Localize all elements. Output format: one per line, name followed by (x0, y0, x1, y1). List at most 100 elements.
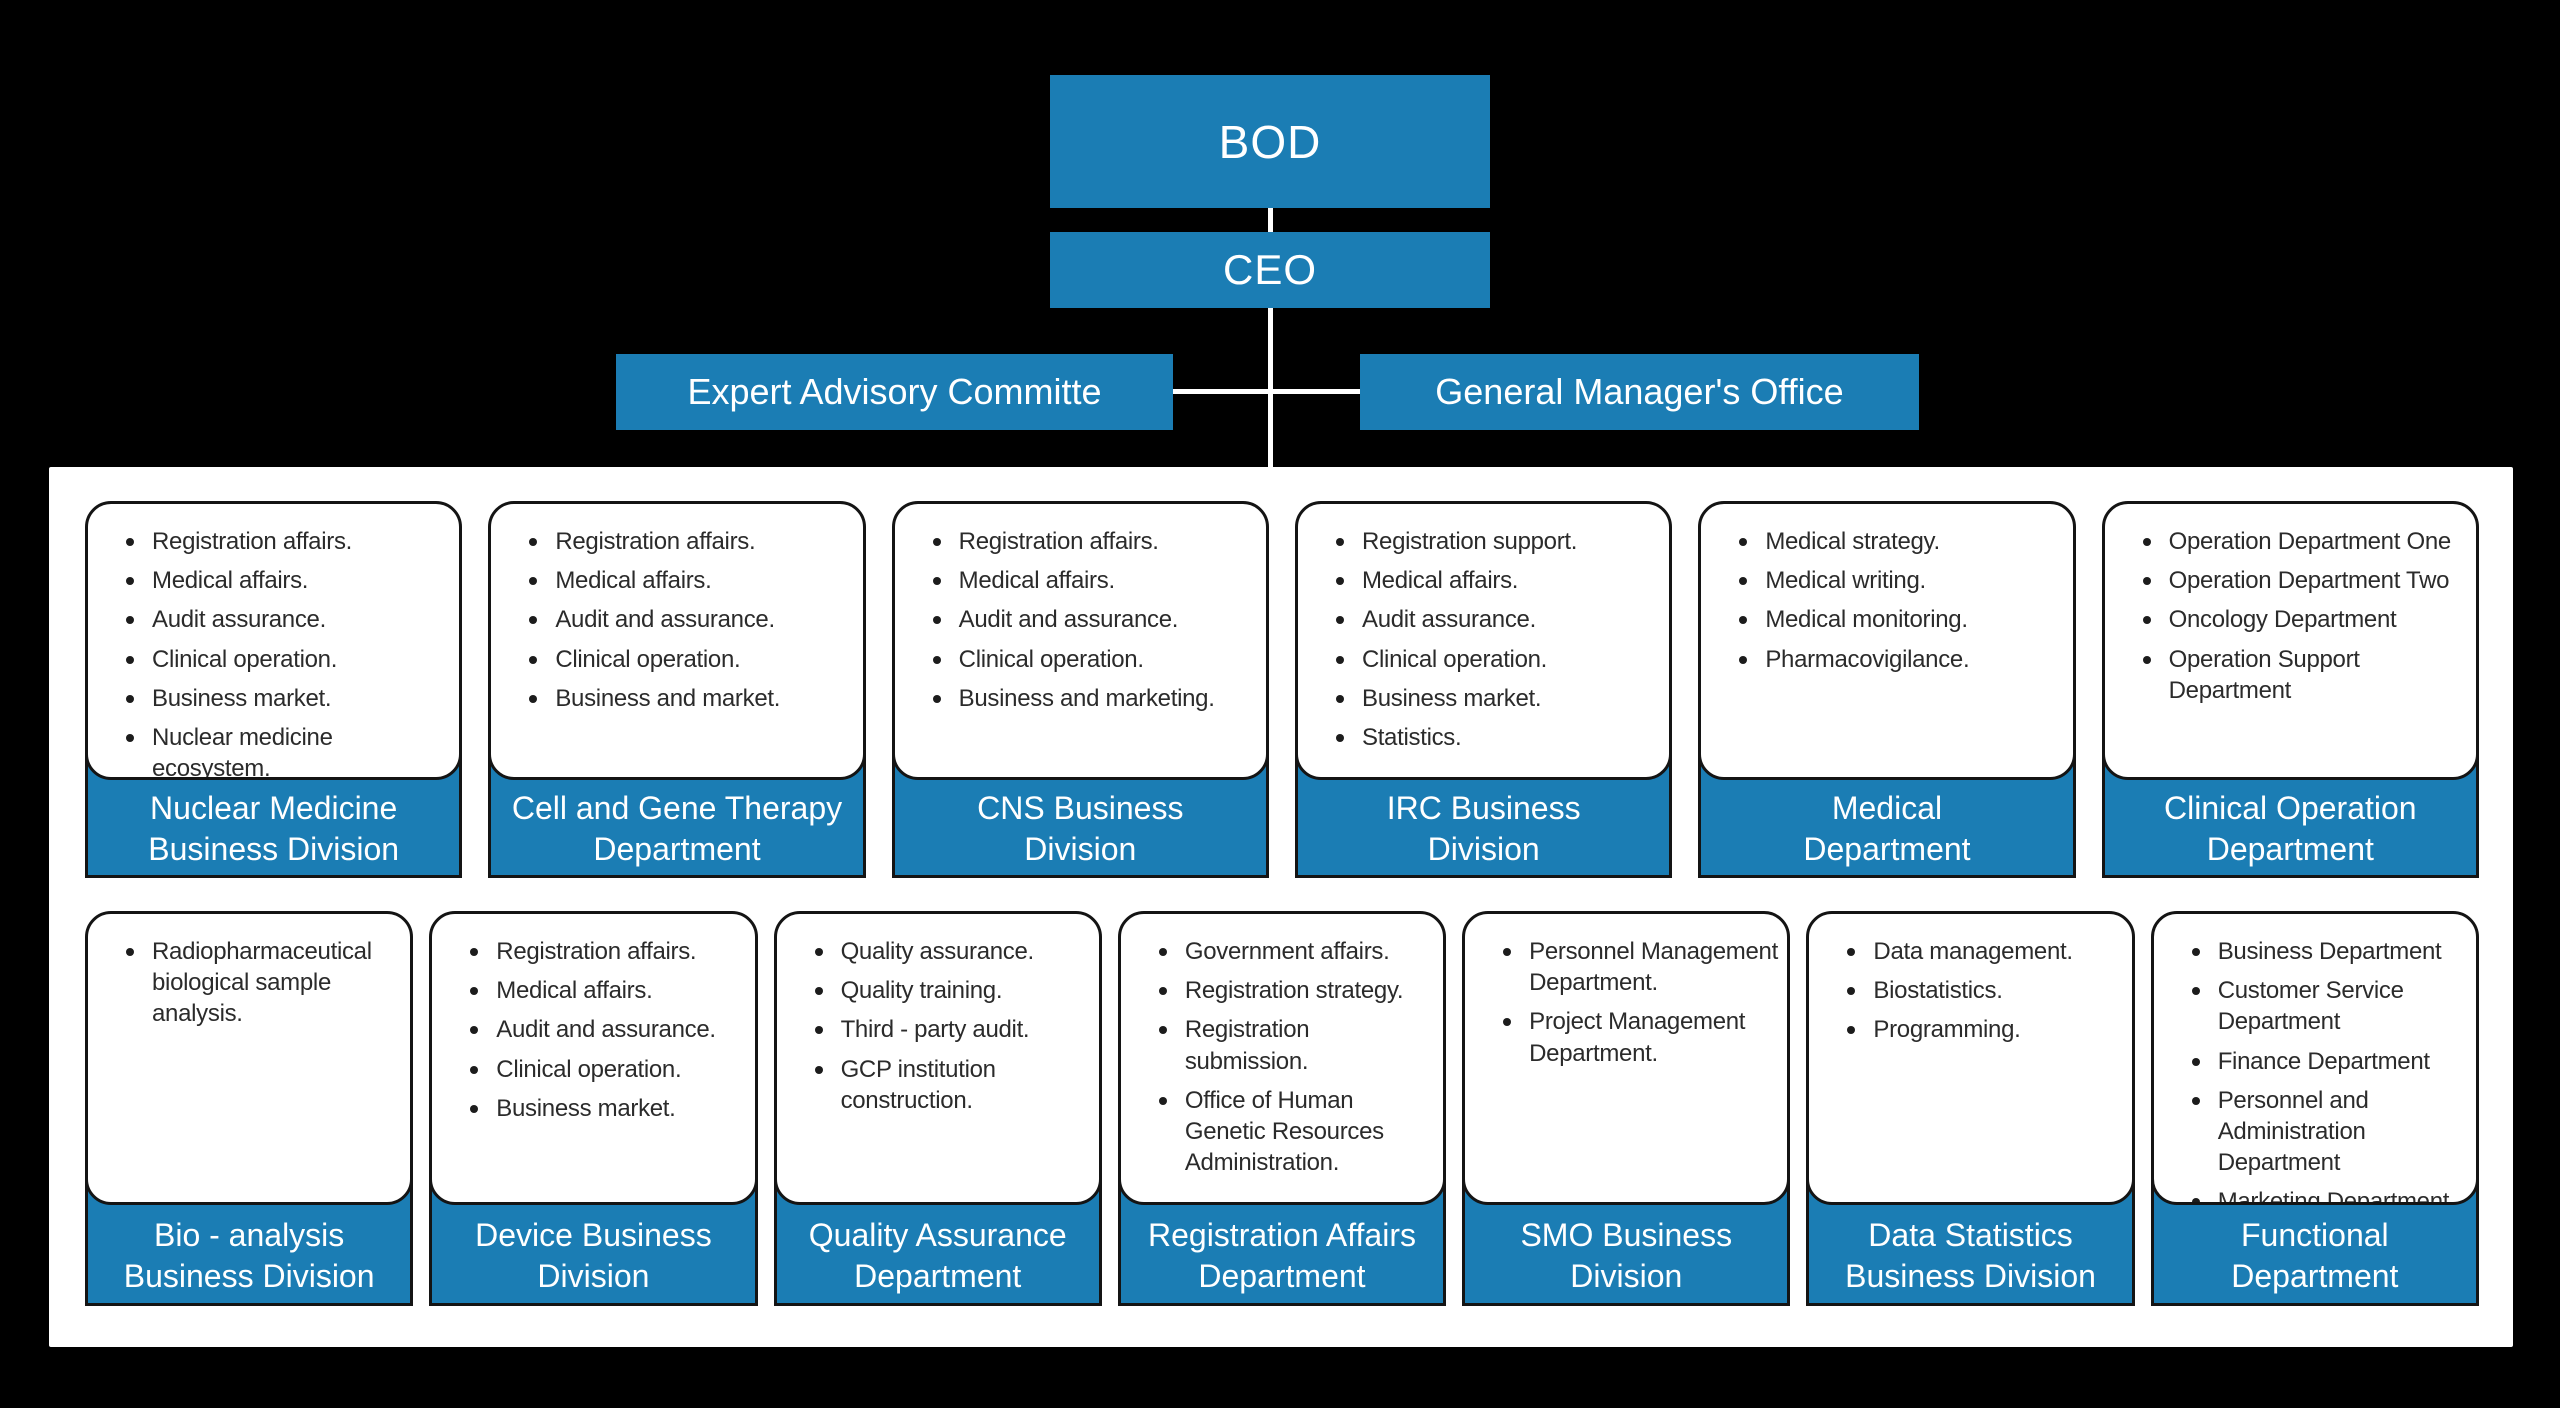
function-item: Marketing Department (2178, 1186, 2468, 1202)
function-item: Data management. (1833, 936, 2123, 967)
function-item: Audit assurance. (1322, 604, 1661, 635)
department-card: Personnel Management Department. Project … (1462, 911, 1791, 1306)
function-item: Radiopharmaceutical biological sample an… (112, 936, 402, 1030)
function-item: Registration affairs. (515, 526, 854, 557)
function-item: Audit and assurance. (456, 1014, 746, 1045)
function-item: Audit assurance. (112, 604, 451, 635)
department-card: Medical strategy. Medical writing. Medical… (1698, 501, 2076, 878)
department-functions: Registration affairs. Medical affairs. Aud… (891, 501, 1269, 780)
function-item: Third - party audit. (801, 1014, 1091, 1045)
function-item: Medical strategy. (1725, 526, 2064, 557)
division-row-1: Registration affairs. Medical affairs. Aud… (85, 501, 2479, 878)
department-functions: Government affairs. Registration strategy… (1117, 911, 1447, 1205)
function-item: Medical affairs. (515, 565, 854, 596)
department-card: Registration support. Medical affairs. Aud… (1294, 501, 1673, 878)
function-list: Radiopharmaceutical biological sample an… (112, 936, 402, 1030)
function-item: Registration support. (1322, 526, 1661, 557)
function-list: Registration affairs. Medical affairs. Aud… (919, 526, 1258, 714)
function-item: Medical affairs. (919, 565, 1258, 596)
department-functions: Registration affairs. Medical affairs. Aud… (429, 911, 758, 1205)
function-item: Medical monitoring. (1725, 604, 2064, 635)
function-item: Pharmacovigilance. (1725, 644, 2064, 675)
function-item: Quality assurance. (801, 936, 1091, 967)
department-card: Quality assurance. Quality training. Third… (773, 911, 1102, 1306)
function-item: Medical writing. (1725, 565, 2064, 596)
connector-ceo-divisions (1268, 308, 1273, 468)
function-item: Customer Service Department (2178, 975, 2468, 1037)
function-item: Operation Department One (2129, 526, 2468, 557)
department-functions: Registration affairs. Medical affairs. Aud… (85, 501, 463, 780)
department-functions: Personnel Management Department. Project … (1462, 911, 1791, 1205)
division-row-2: Radiopharmaceutical biological sample an… (85, 911, 2479, 1306)
department-card: Registration affairs. Medical affairs. Aud… (488, 501, 866, 878)
function-item: Medical affairs. (1322, 565, 1661, 596)
department-functions: Registration affairs. Medical affairs. Aud… (488, 501, 866, 780)
function-item: Statistics. (1322, 722, 1661, 753)
function-list: Registration affairs. Medical affairs. Aud… (515, 526, 854, 714)
general-managers-office-node: General Manager's Office (1360, 354, 1919, 430)
function-list: Registration affairs. Medical affairs. Aud… (112, 526, 451, 777)
department-card: Registration affairs. Medical affairs. Aud… (85, 501, 463, 878)
function-item: Finance Department (2178, 1046, 2468, 1077)
function-list: Registration affairs. Medical affairs. Aud… (456, 936, 746, 1124)
department-functions: Quality assurance. Quality training. Third… (773, 911, 1102, 1205)
function-list: Data management. Biostatistics. Programmin… (1833, 936, 2123, 1046)
function-item: Registration affairs. (919, 526, 1258, 557)
function-item: Government affairs. (1145, 936, 1435, 967)
function-list: Quality assurance. Quality training. Third… (801, 936, 1091, 1116)
function-item: Clinical operation. (456, 1054, 746, 1085)
function-item: Registration affairs. (456, 936, 746, 967)
function-item: Project Management Department. (1489, 1006, 1779, 1068)
function-item: Clinical operation. (1322, 644, 1661, 675)
function-item: Clinical operation. (112, 644, 451, 675)
function-list: Personnel Management Department. Project … (1489, 936, 1779, 1069)
function-item: Personnel Management Department. (1489, 936, 1779, 998)
function-item: GCP institution construction. (801, 1054, 1091, 1116)
function-item: Programming. (1833, 1014, 2123, 1045)
function-item: Audit and assurance. (919, 604, 1258, 635)
function-item: Registration affairs. (112, 526, 451, 557)
function-item: Clinical operation. (919, 644, 1258, 675)
function-item: Registration strategy. (1145, 975, 1435, 1006)
function-item: Office of Human Genetic Resources Admini… (1145, 1085, 1435, 1179)
ceo-node: CEO (1050, 232, 1490, 308)
connector-advisory-gm (1173, 389, 1360, 394)
function-item: Medical affairs. (456, 975, 746, 1006)
department-functions: Medical strategy. Medical writing. Medical… (1698, 501, 2076, 780)
department-functions: Radiopharmaceutical biological sample an… (85, 911, 414, 1205)
function-item: Business and market. (515, 683, 854, 714)
function-item: Medical affairs. (112, 565, 451, 596)
function-list: Medical strategy. Medical writing. Medical… (1725, 526, 2064, 675)
function-item: Oncology Department (2129, 604, 2468, 635)
function-item: Registration submission. (1145, 1014, 1435, 1076)
function-item: Quality training. (801, 975, 1091, 1006)
department-card: Radiopharmaceutical biological sample an… (85, 911, 414, 1306)
department-card: Registration affairs. Medical affairs. Aud… (891, 501, 1269, 878)
department-card: Government affairs. Registration strategy… (1117, 911, 1447, 1306)
function-item: Biostatistics. (1833, 975, 2123, 1006)
function-item: Operation Support Department (2129, 644, 2468, 706)
function-item: Personnel and Administration Department (2178, 1085, 2468, 1179)
function-list: Government affairs. Registration strategy… (1145, 936, 1435, 1178)
function-item: Business market. (1322, 683, 1661, 714)
department-functions: Registration support. Medical affairs. Aud… (1294, 501, 1673, 780)
function-item: Operation Department Two (2129, 565, 2468, 596)
function-item: Audit and assurance. (515, 604, 854, 635)
function-list: Registration support. Medical affairs. Aud… (1322, 526, 1661, 753)
expert-advisory-committee-node: Expert Advisory Committe (616, 354, 1173, 430)
department-functions: Data management. Biostatistics. Programmin… (1806, 911, 2135, 1205)
department-card: Data management. Biostatistics. Programmin… (1806, 911, 2135, 1306)
function-item: Business and marketing. (919, 683, 1258, 714)
function-item: Business market. (456, 1093, 746, 1124)
function-item: Business market. (112, 683, 451, 714)
function-item: Business Department (2178, 936, 2468, 967)
bod-node: BOD (1050, 75, 1490, 208)
department-card: Registration affairs. Medical affairs. Aud… (429, 911, 758, 1306)
